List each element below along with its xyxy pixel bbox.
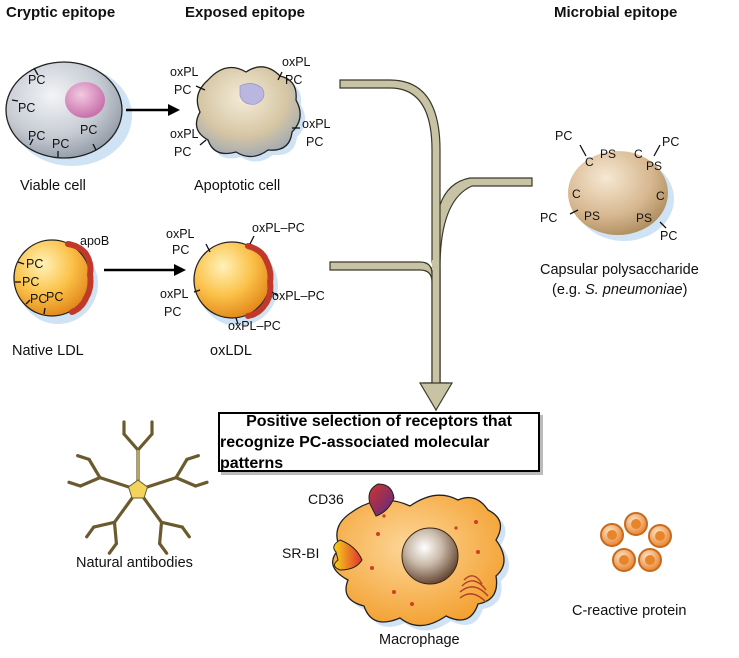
oxldl-oxpl-pc-1: oxPL–PC <box>252 221 305 235</box>
macrophage <box>332 483 509 631</box>
capsular-pc-3: PC <box>540 211 557 225</box>
viable-pc-1: PC <box>28 73 45 87</box>
viable-cell <box>5 61 132 166</box>
apoptotic-oxpl-4: oxPL <box>170 127 199 141</box>
native-ldl-pc-1: PC <box>26 257 43 271</box>
oxldl-oxpl-2: oxPL <box>160 287 189 301</box>
oxldl-oxpl-pc-3: oxPL–PC <box>228 319 281 333</box>
capsular-species: S. pneumoniae <box>585 282 683 298</box>
viable-pc-3: PC <box>28 129 45 143</box>
apoptotic-pc-2: PC <box>285 73 302 87</box>
capsular-ps-4: PS <box>636 211 652 225</box>
positive-selection-box: Positive selection of receptors that rec… <box>218 412 540 472</box>
viable-pc-5: PC <box>80 123 97 137</box>
capsular-c-1: C <box>585 155 594 169</box>
natural-antibodies <box>67 420 209 555</box>
apoptotic-oxpl-3: oxPL <box>302 117 331 131</box>
oxldl-oxpl-1: oxPL <box>166 227 195 241</box>
native-ldl-pc-2: PC <box>22 275 39 289</box>
header-exposed-epitope: Exposed epitope <box>185 4 306 21</box>
selection-line-1: Positive selection of receptors that <box>246 412 512 430</box>
oxldl-pc-1: PC <box>172 243 189 257</box>
cd36-label: CD36 <box>308 491 344 507</box>
capsular-c-2: C <box>634 147 643 161</box>
header-cryptic-epitope: Cryptic epitope <box>6 4 116 21</box>
capsular-ps-3: PS <box>584 209 600 223</box>
oxldl-caption: oxLDL <box>210 343 252 359</box>
native-ldl <box>13 239 98 324</box>
arrow-viable-to-apoptotic <box>126 104 180 116</box>
capsular-pc-1: PC <box>555 129 572 143</box>
sr-bi-label: SR-BI <box>282 545 319 561</box>
native-ldl-apob: apoB <box>80 234 109 248</box>
capsular-prefix: (e.g. <box>552 282 586 298</box>
arrow-native-to-oxldl <box>104 264 186 276</box>
capsular-ps-2: PS <box>646 159 662 173</box>
viable-pc-2: PC <box>18 101 35 115</box>
oxldl-oxpl-pc-2: oxPL–PC <box>272 289 325 303</box>
capsular-polysaccharide <box>568 144 674 241</box>
native-ldl-pc-4: PC <box>46 290 63 304</box>
apoptotic-pc-3: PC <box>306 135 323 149</box>
apoptotic-pc-4: PC <box>174 145 191 159</box>
apoptotic-pc-1: PC <box>174 83 191 97</box>
capsular-c-3: C <box>572 187 581 201</box>
capsular-caption-line2: (e.g. S. pneumoniae) <box>552 282 687 298</box>
apoptotic-oxpl-2: oxPL <box>282 55 311 69</box>
apoptotic-cell <box>195 66 306 162</box>
capsular-pc-2: PC <box>662 135 679 149</box>
converging-arrow <box>329 79 533 412</box>
viable-pc-4: PC <box>52 137 69 151</box>
selection-line-2: recognize PC-associated molecular patter… <box>220 433 490 472</box>
native-ldl-pc-3: PC <box>30 292 47 306</box>
oxldl-particle <box>193 235 279 326</box>
viable-cell-caption: Viable cell <box>20 178 86 194</box>
capsular-ps-1: PS <box>600 147 616 161</box>
apoptotic-cell-caption: Apoptotic cell <box>194 178 281 194</box>
capsular-suffix: ) <box>682 282 688 298</box>
header-microbial-epitope: Microbial epitope <box>554 4 678 21</box>
capsular-caption-line1: Capsular polysaccharide <box>540 262 699 278</box>
oxldl-pc-2: PC <box>164 305 181 319</box>
natural-antibodies-caption: Natural antibodies <box>76 555 193 571</box>
c-reactive-protein <box>600 512 672 572</box>
macrophage-caption: Macrophage <box>379 632 460 648</box>
capsular-pc-4: PC <box>660 229 677 243</box>
capsular-c-4: C <box>656 189 665 203</box>
c-reactive-protein-caption: C-reactive protein <box>572 603 687 619</box>
native-ldl-caption: Native LDL <box>12 343 84 359</box>
apoptotic-oxpl-1: oxPL <box>170 65 199 79</box>
